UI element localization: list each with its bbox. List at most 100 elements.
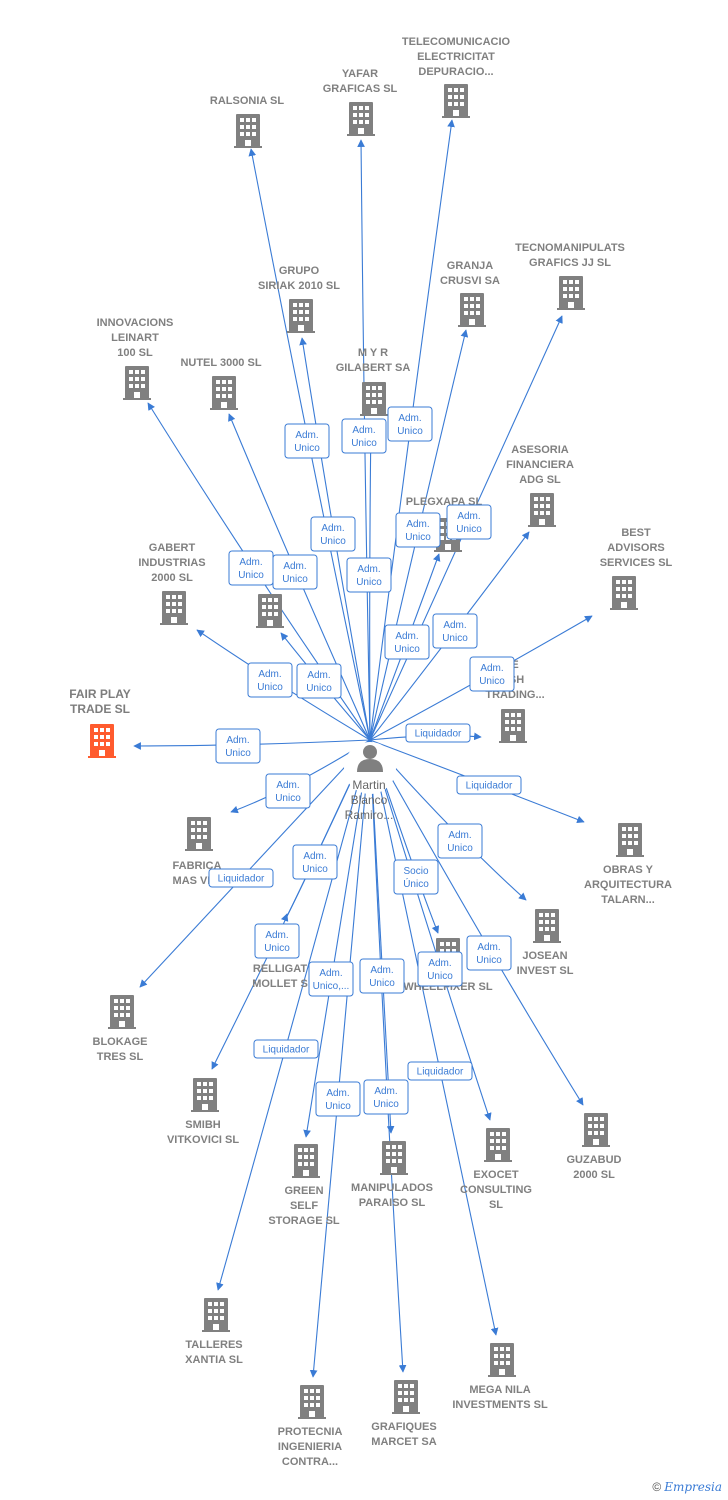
- edge-role-text: Adm.: [406, 519, 429, 530]
- edge-role-box: [393, 859, 439, 895]
- edge-role-label-protecnia[interactable]: Adm.Unico: [315, 1081, 361, 1117]
- edge-role-label-guzabud[interactable]: Adm.Unico: [466, 935, 512, 971]
- edge-role-text: Unico: [479, 676, 505, 687]
- edge-role-label-plegxapa[interactable]: Adm.Unico: [384, 624, 430, 660]
- edge-mega-nila: [369, 739, 499, 1336]
- company-label: INVEST SL: [517, 965, 574, 977]
- person-node-martin[interactable]: MartinBlancoRamiro...: [344, 742, 396, 822]
- edge-role-text: Unico: [447, 843, 473, 854]
- edge-role-text: Adm.: [398, 413, 421, 424]
- edge-role-label-relligats[interactable]: Adm.Unico: [254, 923, 300, 959]
- edge-role-label-manipulados[interactable]: Adm.Unico: [359, 958, 405, 994]
- edge-role-label-best-advisors[interactable]: Adm.Unico: [469, 656, 515, 692]
- person-icon: [357, 745, 383, 772]
- edge-role-text: Unico: [351, 438, 377, 449]
- company-node-protecnia[interactable]: PROTECNIAINGENIERIACONTRA...: [278, 1385, 343, 1468]
- company-label: GRAFICAS SL: [323, 83, 398, 95]
- edge-role-text: Socio: [403, 866, 428, 877]
- edge-role-label-gabert[interactable]: Adm.Unico: [247, 662, 293, 698]
- edge-role-label-unnamed-1[interactable]: Adm.Unico: [296, 663, 342, 699]
- building-icon: [499, 709, 527, 743]
- edge-role-box: [346, 557, 392, 593]
- edge-role-label-granja[interactable]: Adm.Unico: [395, 512, 441, 548]
- edge-role-label-obras[interactable]: Liquidador: [456, 775, 522, 795]
- edge-role-label-innovacions[interactable]: Adm.Unico: [228, 550, 274, 586]
- company-label: GRAFICS JJ SL: [529, 257, 611, 269]
- company-label: RELLIGAT: [253, 963, 307, 975]
- company-label: YAFAR: [342, 68, 378, 80]
- edge-role-text: Unico: [275, 793, 301, 804]
- company-label: SELF: [290, 1200, 318, 1212]
- edge-role-label-talleres[interactable]: Liquidador: [253, 1039, 319, 1059]
- edge-role-label-grupo-siriak[interactable]: Adm.Unico: [310, 516, 356, 552]
- edge-role-text: Adm.: [443, 620, 466, 631]
- building-icon: [360, 382, 388, 416]
- edge-role-label-yafar[interactable]: Adm.Unico: [341, 418, 387, 454]
- company-node-obras[interactable]: OBRAS YARQUITECTURATALARN...: [584, 823, 672, 906]
- edge-role-box: [310, 516, 356, 552]
- edge-role-label-fabrica[interactable]: Adm.Unico: [265, 773, 311, 809]
- company-node-yafar[interactable]: YAFAR GRAFICAS SL: [323, 68, 398, 136]
- company-label: SIRIAK 2010 SL: [258, 280, 340, 292]
- edge-role-text: Adm.: [226, 735, 249, 746]
- edge-role-text: Unico: [257, 682, 283, 693]
- company-node-telecomunicacio[interactable]: TELECOMUNICACIOELECTRICITATDEPURACIO...: [402, 36, 511, 118]
- edge-role-label-blokage[interactable]: Liquidador: [208, 868, 274, 888]
- edge-role-label-tecnomanipulats[interactable]: Adm.Unico: [446, 504, 492, 540]
- edge-role-label-grafiques[interactable]: Adm.Unico: [363, 1079, 409, 1115]
- company-label: GUZABUD: [567, 1154, 622, 1166]
- edge-role-box: [341, 418, 387, 454]
- brand-logo[interactable]: Empresia: [664, 1480, 722, 1494]
- company-node-ralsonia[interactable]: RALSONIA SL: [210, 95, 284, 148]
- company-node-unnamed-1[interactable]: [256, 594, 284, 628]
- edge-role-label-british-trading[interactable]: Liquidador: [405, 723, 471, 743]
- edge-role-text: Unico: [325, 1101, 351, 1112]
- edge-role-label-fair-play[interactable]: Adm.Unico: [215, 728, 261, 764]
- edge-role-label-telecomunicacio[interactable]: Adm.Unico: [387, 406, 433, 442]
- company-label: ADVISORS: [607, 542, 664, 554]
- edge-role-box: [284, 423, 330, 459]
- edge-role-label-ralsonia[interactable]: Adm.Unico: [284, 423, 330, 459]
- company-label: CONTRA...: [282, 1456, 338, 1468]
- edge-role-box: [405, 723, 471, 743]
- edge-talleres: [216, 739, 371, 1291]
- edge-role-text: Adm.: [303, 851, 326, 862]
- edge-role-label-mega-nila[interactable]: Liquidador: [407, 1061, 473, 1081]
- edge-role-label-green-self[interactable]: Adm.Unico,...: [308, 961, 354, 997]
- edge-role-label-nutel[interactable]: Adm.Unico: [272, 554, 318, 590]
- building-icon: [210, 376, 238, 410]
- company-label: INDUSTRIAS: [138, 557, 205, 569]
- company-label: TALLERES: [185, 1339, 242, 1351]
- edge-role-label-myr[interactable]: Adm.Unico: [346, 557, 392, 593]
- edge-role-label-asesoria[interactable]: Adm.Unico: [432, 613, 478, 649]
- edge-role-label-smibh[interactable]: Adm.Unico: [292, 844, 338, 880]
- building-icon: [256, 594, 284, 628]
- edge-role-label-josean[interactable]: Adm.Unico: [437, 823, 483, 859]
- building-icon: [298, 1385, 326, 1419]
- edge-role-label-exocet[interactable]: Adm.Unico: [417, 951, 463, 987]
- company-node-nutel[interactable]: NUTEL 3000 SL: [180, 357, 262, 410]
- edge-exocet: [369, 739, 492, 1121]
- building-icon: [458, 293, 486, 327]
